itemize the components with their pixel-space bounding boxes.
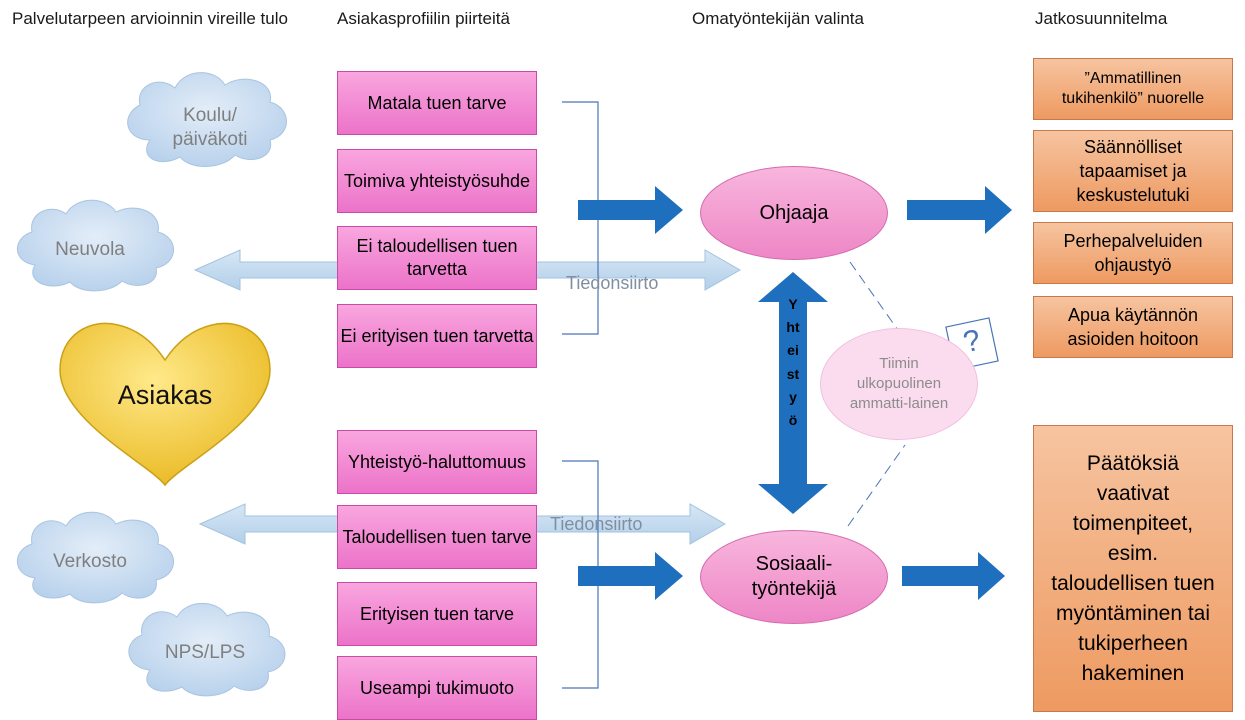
arrow-to-instructor [578, 186, 683, 234]
cooperation-arrow [758, 272, 828, 514]
cloud-nps [128, 602, 286, 697]
arrow-to-social-worker [578, 552, 683, 600]
plan-box-support-person: ”Ammatillinen tukihenkilö” nuorelle [1033, 58, 1233, 120]
dashed-line-bottom [847, 444, 906, 527]
plan-label-support-person: ”Ammatillinen tukihenkilö” nuorelle [1061, 70, 1205, 107]
instructor-ellipse: Ohjaaja [700, 166, 888, 260]
transfer-label-top: Tiedonsiirto [566, 273, 659, 293]
arrow-from-instructor [907, 186, 1012, 234]
profile-box-multiple-support: Useampi tukimuoto [337, 656, 537, 720]
outside-expert-label: Tiimin ulkopuolinen ammatti-lainen [849, 355, 949, 412]
plan-label-regular-meetings: Säännölliset tapaamiset ja keskustelutuk… [1076, 137, 1190, 205]
plan-label-practical-help: Apua käytännön asioiden hoitoon [1067, 305, 1199, 349]
cloud-label-network: Verkosto [53, 551, 127, 572]
cloud-label-clinic: Neuvola [55, 239, 125, 260]
cooperation-label: Yhteistyö [786, 296, 800, 429]
plan-label-family-services: Perhepalveluiden ohjaustyö [1063, 231, 1203, 275]
social-worker-ellipse: Sosiaali-työntekijä [700, 530, 888, 624]
header-plan: Jatkosuunnitelma [1035, 9, 1168, 28]
cloud-label-nps: NPS/LPS [164, 642, 246, 663]
profile-box-special-need: Erityisen tuen tarve [337, 582, 537, 646]
question-icon: ? [960, 323, 984, 360]
cloud-label-school: Koulu/ päiväkoti [172, 105, 248, 150]
arrow-from-social-worker [902, 552, 1005, 600]
heart-shape [59, 322, 271, 487]
client-label: Asiakas [117, 380, 213, 410]
cloud-clinic [16, 199, 174, 292]
plan-box-family-services: Perhepalveluiden ohjaustyö [1033, 222, 1233, 284]
instructor-label: Ohjaaja [759, 201, 829, 224]
cloud-network [16, 511, 174, 604]
outside-expert-ellipse: Tiimin ulkopuolinen ammatti-lainen [820, 328, 978, 440]
plan-box-practical-help: Apua käytännön asioiden hoitoon [1033, 296, 1233, 358]
profile-box-unwilling: Yhteistyö-haluttomuus [337, 430, 537, 494]
profile-box-cooperation-ok: Toimiva yhteistyösuhde [337, 149, 537, 213]
header-profile: Asiakasprofiilin piirteitä [337, 9, 510, 28]
cloud-school [127, 72, 287, 167]
header-worker: Omatyöntekijän valinta [692, 9, 864, 28]
profile-box-no-financial-need: Ei taloudellisen tuen tarvetta [337, 226, 537, 290]
profile-box-low-need: Matala tuen tarve [337, 71, 537, 135]
profile-box-no-special-need: Ei erityisen tuen tarvetta [337, 304, 537, 368]
social-worker-label: Sosiaali-työntekijä [751, 553, 837, 600]
header-initiation: Palvelutarpeen arvioinnin vireille tulo [12, 9, 288, 28]
profile-box-financial-need: Taloudellisen tuen tarve [337, 505, 537, 569]
plan-box-regular-meetings: Säännölliset tapaamiset ja keskustelutuk… [1033, 130, 1233, 212]
plan-label-decisions: Päätöksiä vaativat toimenpiteet, esim. t… [1051, 451, 1215, 685]
plan-box-decisions: Päätöksiä vaativat toimenpiteet, esim. t… [1033, 425, 1233, 712]
transfer-label-bottom: Tiedonsiirto [550, 514, 643, 534]
